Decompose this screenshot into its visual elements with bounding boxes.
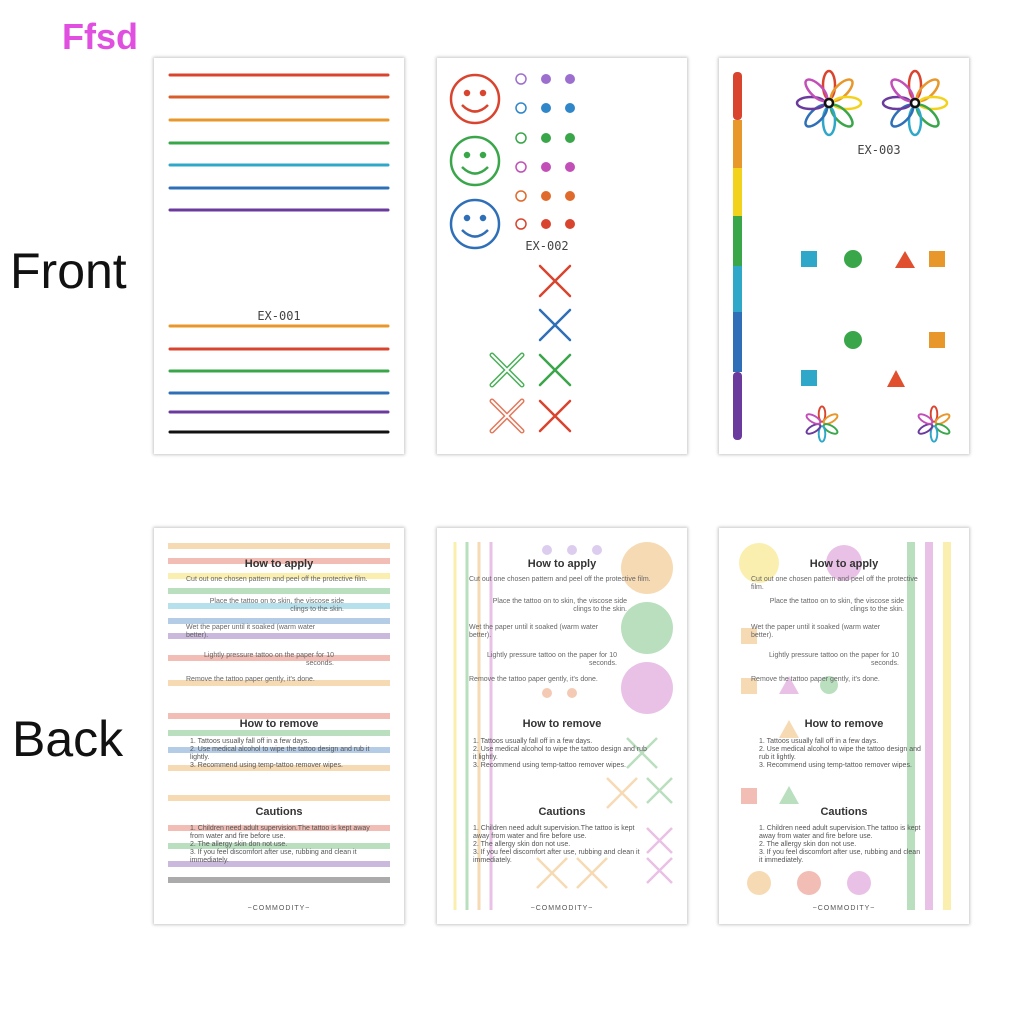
remove-title: How to remove — [804, 718, 884, 730]
remove-step-1: 1. Tattoos usually fall off in a few day… — [759, 738, 879, 745]
footer-mark: ~COMMODITY~ — [247, 905, 311, 912]
remove-step-3: 3. Recommend using temp-tattoo remover w… — [473, 762, 626, 769]
apply-title: How to apply — [244, 558, 314, 570]
caution-step-2: 2. The allergy skin don not use. — [759, 841, 857, 848]
back-card-2: How to apply Cut out one chosen pattern … — [437, 528, 687, 924]
caution-step-3: 3. If you feel discomfort after use, rub… — [473, 849, 640, 864]
front-card-ex001-art: EX-001 — [168, 73, 390, 434]
footer-mark: ~COMMODITY~ — [812, 905, 876, 912]
back-card-1-stripes — [168, 543, 390, 883]
caution-step-3: 3. If you feel discomfort after use, rub… — [759, 849, 921, 864]
remove-step-3: 3. Recommend using temp-tattoo remover w… — [759, 762, 912, 769]
apply-step-4: Lightly pressure tattoo on the paper for… — [487, 652, 617, 667]
front-label: Front — [10, 243, 127, 299]
caution-step-3: 3. If you feel discomfort after use, rub… — [190, 849, 357, 864]
remove-step-3: 3. Recommend using temp-tattoo remover w… — [190, 762, 343, 769]
cautions-title: Cautions — [538, 806, 586, 818]
remove-step-1: 1. Tattoos usually fall off in a few day… — [190, 738, 310, 745]
cautions-title: Cautions — [255, 806, 303, 818]
apply-step-5: Remove the tattoo paper gently, it's don… — [469, 676, 598, 683]
apply-step-5: Remove the tattoo paper gently, it's don… — [186, 676, 315, 683]
code-ex003: EX-003 — [857, 143, 900, 157]
code-ex001: EX-001 — [257, 309, 300, 323]
brand-logo: Ffsd — [62, 16, 138, 57]
front-card-ex003-art: EX-003 — [733, 69, 951, 443]
remove-step-2: 2. Use medical alcohol to wipe the tatto… — [190, 746, 370, 761]
apply-step-3: Wet the paper until it soaked (warm wate… — [469, 624, 599, 639]
back-card-3: How to apply Cut out one chosen pattern … — [719, 528, 969, 924]
remove-step-2: 2. Use medical alcohol to wipe the tatto… — [759, 746, 921, 761]
apply-step-2: Place the tattoo on to skin, the viscose… — [769, 598, 904, 613]
apply-step-1: Cut out one chosen pattern and peel off … — [469, 576, 651, 583]
apply-step-3: Wet the paper until it soaked (warm wate… — [186, 624, 316, 639]
remove-title: How to remove — [522, 718, 602, 730]
remove-title: How to remove — [239, 718, 319, 730]
caution-step-2: 2. The allergy skin don not use. — [190, 841, 288, 848]
back-label: Back — [12, 711, 124, 767]
cautions-title: Cautions — [820, 806, 868, 818]
caution-step-1: 1. Children need adult supervision.The t… — [759, 825, 921, 840]
front-card-ex002-art: EX-002 — [449, 73, 575, 434]
remove-step-2: 2. Use medical alcohol to wipe the tatto… — [473, 746, 647, 761]
apply-step-4: Lightly pressure tattoo on the paper for… — [769, 652, 899, 667]
apply-step-1: Cut out one chosen pattern and peel off … — [751, 576, 918, 591]
caution-step-1: 1. Children need adult supervision.The t… — [190, 825, 370, 840]
apply-step-2: Place the tattoo on to skin, the viscose… — [492, 598, 627, 613]
back-card-3-art — [739, 542, 951, 910]
apply-step-4: Lightly pressure tattoo on the paper for… — [204, 652, 334, 667]
footer-mark: ~COMMODITY~ — [530, 905, 594, 912]
apply-step-1: Cut out one chosen pattern and peel off … — [186, 576, 368, 583]
caution-step-2: 2. The allergy skin don not use. — [473, 841, 571, 848]
apply-step-5: Remove the tattoo paper gently, it's don… — [751, 676, 880, 683]
front-card-ex001: EX-001 — [154, 58, 404, 454]
apply-title: How to apply — [809, 558, 879, 570]
back-card-1: How to apply Cut out one chosen pattern … — [154, 528, 404, 924]
caution-step-1: 1. Children need adult supervision.The t… — [473, 825, 635, 840]
apply-title: How to apply — [527, 558, 597, 570]
front-card-ex002: EX-002 — [437, 58, 687, 454]
apply-step-3: Wet the paper until it soaked (warm wate… — [751, 624, 881, 639]
remove-step-1: 1. Tattoos usually fall off in a few day… — [473, 738, 593, 745]
front-card-ex003: EX-003 — [719, 58, 969, 454]
code-ex002: EX-002 — [525, 239, 568, 253]
apply-step-2: Place the tattoo on to skin, the viscose… — [209, 598, 344, 613]
back-card-2-art — [453, 542, 673, 910]
